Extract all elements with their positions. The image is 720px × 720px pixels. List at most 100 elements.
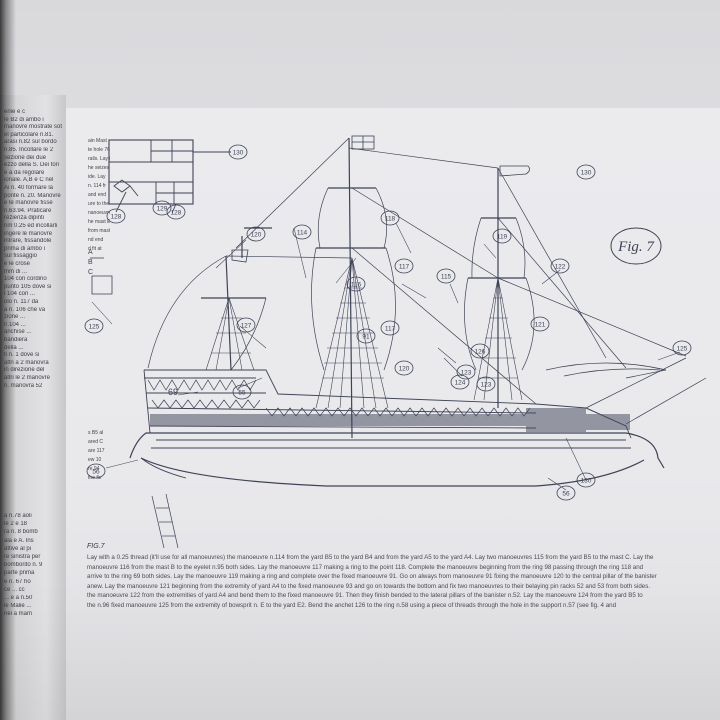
- callout-number: 127: [241, 323, 252, 330]
- callout-number: 115: [441, 274, 452, 281]
- hull-shading: [150, 408, 630, 432]
- left-page-line: n.85. Incollare le 2: [4, 147, 54, 153]
- figure-caption-label: FIG.7: [87, 543, 105, 550]
- left-page-line: el particolare n.81.: [4, 131, 54, 138]
- caption-line: the n.96 fixed manoeuvre 125 from the ex…: [87, 602, 617, 609]
- callout-number: 119: [497, 234, 508, 241]
- callout-number: 122: [555, 264, 566, 271]
- left-page-line: manovre mostrate sotto: [4, 124, 62, 131]
- left-page-line: bandiera: [4, 337, 28, 343]
- left-page-line: nei a mam: [4, 611, 33, 618]
- callout-number: 120: [399, 366, 410, 373]
- left-page-line: sezione dei due: [4, 154, 47, 161]
- left-page-line: ti n. 1 dove si: [4, 352, 40, 359]
- callout-number: 120: [251, 232, 262, 239]
- left-page-line: arasi n.82 sul bordo: [4, 139, 57, 146]
- left-page-line: punto 105 dove si: [4, 283, 52, 290]
- mast-flags: [90, 135, 530, 295]
- left-page-line: re sinistra per: [4, 554, 41, 560]
- left-page-line: in direzione del: [4, 367, 45, 374]
- left-page-line: e n. 67 ho: [4, 578, 31, 585]
- left-page-line: l 104 con ...: [4, 291, 36, 298]
- callout-number: 128: [111, 214, 122, 221]
- marker-c: C: [88, 269, 93, 276]
- callout-number: 124: [455, 380, 466, 387]
- left-page-line: altri a 2 manovra: [4, 359, 49, 366]
- caption-line: manoeuvre 116 from the mast B to the eye…: [87, 563, 644, 571]
- left-page-line: le Malie ...: [4, 603, 32, 610]
- left-page-line: bomborito n. 9: [4, 562, 43, 569]
- left-page-line: della ...: [4, 344, 24, 351]
- left-page-line: ... e a n.50: [4, 595, 33, 601]
- left-page-line: le B2 di ambo i: [4, 116, 44, 123]
- ship-rigging-drawing: 1301291281281301251201141181161191211221…: [84, 135, 707, 548]
- callout-number: 117: [399, 264, 410, 271]
- left-page-line: e le manovre fisse: [4, 200, 53, 207]
- callout-number: 116: [351, 282, 362, 289]
- left-page-line: n.63.94. Praticare: [4, 207, 52, 214]
- caption-line: anew. Lay the manoeuvre 121 beginning fr…: [87, 582, 651, 590]
- callout-number: 114: [297, 230, 308, 237]
- left-page-line: e a da regolare: [4, 169, 45, 176]
- left-page-line: anchise ...: [4, 329, 32, 336]
- callout-number: 123: [481, 382, 492, 389]
- left-page-line: zione ...: [4, 314, 26, 321]
- marker-a: A: [88, 249, 93, 256]
- flag-diagram: [108, 139, 231, 214]
- callout-number: 129: [157, 206, 168, 213]
- left-page-line: nm 0.25 ed incollarli: [4, 223, 58, 229]
- figure-title: Fig. 7: [617, 239, 655, 255]
- left-page-line: sul fissaggio: [4, 253, 38, 260]
- label-69: 69: [168, 387, 178, 397]
- left-page-line: a n.78 aoli: [4, 513, 32, 519]
- left-page-line: n. manovra 52: [4, 382, 43, 389]
- left-page-line: ala e A. Ins: [4, 537, 34, 544]
- callout-number: 118: [385, 216, 396, 223]
- left-page-line: le 2 e 18: [4, 521, 28, 528]
- left-page-line: ionale. A,B e C nel: [4, 177, 54, 184]
- callout-number: 55: [238, 390, 246, 397]
- left-page-line: attive al pi: [4, 545, 32, 552]
- caption-line: the manoeuvre 122 from the extremities o…: [87, 592, 643, 600]
- callout-number: 128: [171, 210, 182, 217]
- caption-line: Lay with a 0.25 thread (it'll use for al…: [87, 554, 654, 561]
- callout-number: 91: [362, 334, 370, 341]
- callout-number: 130: [581, 478, 592, 485]
- callout-number: 123: [461, 370, 472, 377]
- left-page-line: mm di ...: [4, 268, 28, 275]
- callout-number: 130: [233, 150, 244, 157]
- left-page-line: ce ... cc: [4, 586, 25, 593]
- left-page-line: 104 con cordino: [4, 276, 47, 283]
- callout-number: 117: [385, 326, 396, 333]
- left-page-line: altri le 2 manovre: [4, 375, 51, 381]
- fig-title: Fig. 7: [610, 227, 662, 265]
- left-page-line: intrare, fissandole: [4, 238, 52, 245]
- callout-number: 130: [581, 170, 592, 177]
- left-page-line: ingere le manovre: [4, 230, 53, 237]
- left-page-line: parte prima: [4, 570, 35, 577]
- callout-number: 56: [92, 469, 100, 476]
- left-page-line: prima di ambo i: [4, 245, 46, 252]
- left-page-line: ra n. 8 bomb: [4, 529, 38, 536]
- callout-leaders: [91, 222, 681, 491]
- callout-number: 56: [562, 491, 570, 498]
- stern-ladder: [151, 493, 179, 548]
- abc-markers: A B C: [88, 249, 93, 276]
- callout-number: 126: [475, 349, 486, 356]
- callout-number: 121: [535, 322, 546, 329]
- left-page-line: rezienza dipinti: [4, 215, 45, 222]
- left-page-line: Ai n. 40 formare la: [4, 185, 54, 191]
- caption-line: arrive to the ring 69 both sides. Lay th…: [87, 573, 657, 581]
- callout-number: 125: [89, 324, 100, 331]
- left-page-line: ezzo della S. Dei tori: [4, 162, 60, 169]
- callout-number: 125: [677, 346, 688, 353]
- left-page-line: ponte n. 20. Manovre: [4, 192, 61, 199]
- left-page-line: erlie e c: [4, 109, 26, 115]
- left-page-line: olo n. 117 da: [4, 299, 39, 305]
- marker-b: B: [88, 259, 93, 266]
- left-page-line: n.104 ...: [4, 321, 26, 328]
- left-page-line: e le crose: [4, 261, 31, 267]
